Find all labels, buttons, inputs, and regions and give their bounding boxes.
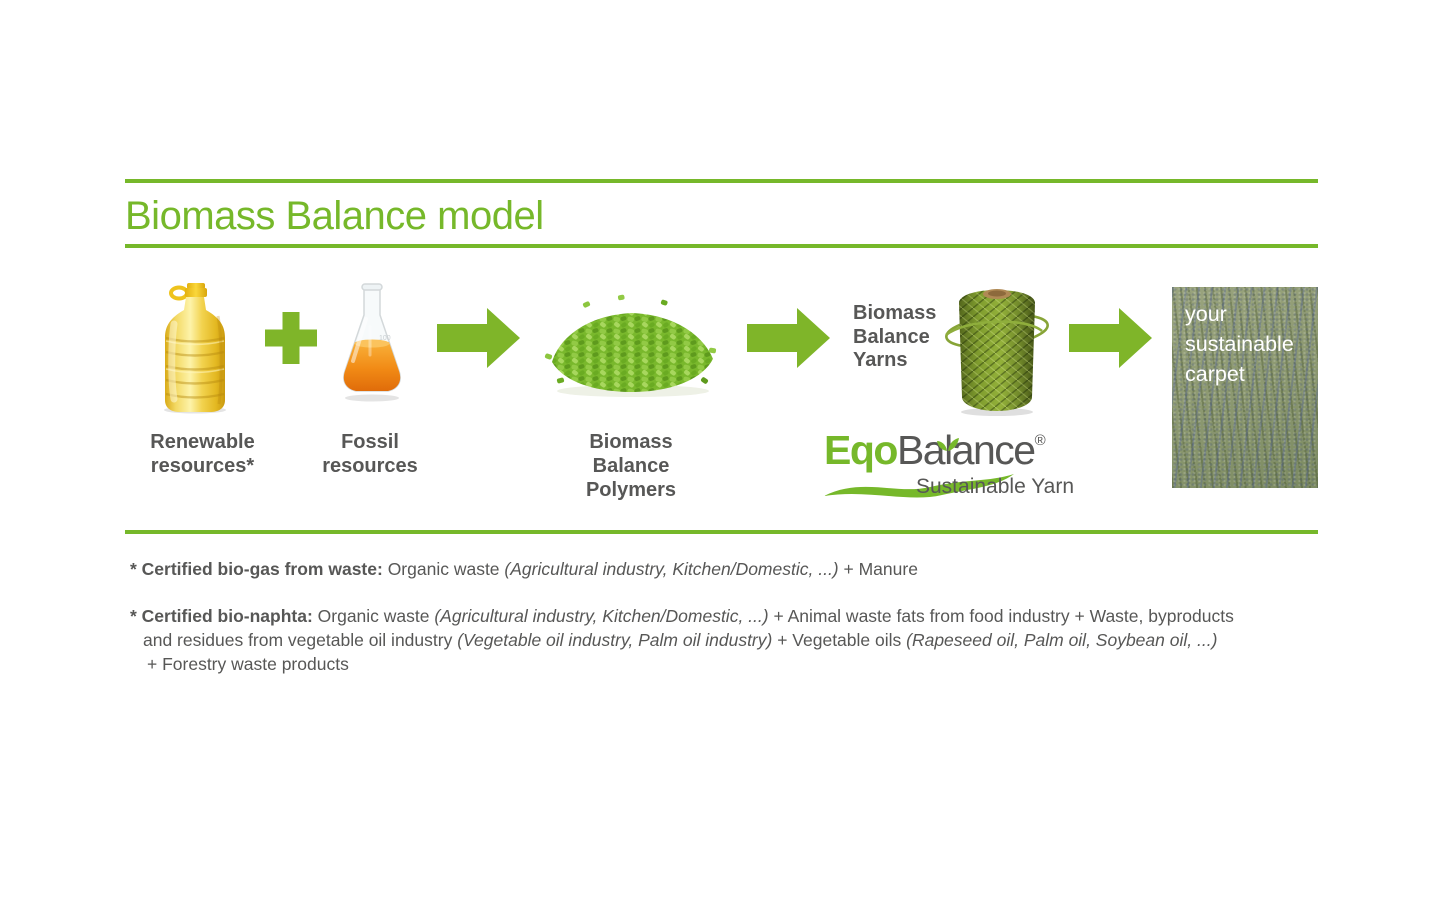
arrow-right-icon [437,307,521,369]
yarns-label: Biomass Balance Yarns [853,302,936,373]
arrow-right-icon [747,307,831,369]
oil-bottle-image [158,282,232,414]
title-divider [125,244,1318,248]
yarn-spool-image [945,281,1049,417]
label-line: Polymers [585,479,677,501]
carpet-overlay-line: sustainable [1185,332,1294,356]
svg-text:100: 100 [379,335,391,342]
carpet-overlay-line: your [1185,302,1227,326]
footnote-bionaphta: * Certified bio-naphta: Organic waste (A… [130,604,1234,676]
footnote-text: + Animal waste fats from food industry +… [768,606,1234,626]
logo-l-text: l [937,427,960,473]
fossil-resources-label: Fossil resources [295,430,445,478]
footnote-italic-text: (Rapeseed oil, Palm oil, Soybean oil, ..… [906,630,1218,650]
footnote-text: Organic waste [382,559,505,579]
label-line: Balance [592,455,670,477]
footnote-text: and residues from vegetable oil industry [143,630,458,650]
footnote-text: + Vegetable oils [772,630,907,650]
yarns-label-line: Balance [853,325,930,348]
polymers-label: Biomass Balance Polymers [553,430,709,502]
footnote-line: * Certified bio-naphta: Organic waste (A… [130,604,1234,628]
arrow-right-icon [1069,307,1153,369]
page-title: Biomass Balance model [125,194,544,238]
carpet-overlay-text: your sustainable carpet [1172,287,1318,389]
footnote-italic-text: (Vegetable oil industry, Palm oil indust… [457,630,773,650]
carpet-overlay-line: carpet [1185,362,1245,386]
label-line: Renewable [150,431,255,453]
logo-eqo-text: Eqo [824,427,898,473]
footnote-biogas: * Certified bio-gas from waste: Organic … [130,557,918,581]
flask-image: 100 [337,283,407,403]
registered-mark: ® [1034,432,1046,449]
top-divider [125,179,1318,183]
label-line: resources* [150,455,255,477]
footnote-bold-text: * Certified bio-naphta: [130,606,313,626]
footnote-italic-text: (Agricultural industry, Kitchen/Domestic… [504,559,839,579]
bottom-divider [125,530,1318,534]
yarns-label-line: Biomass [853,302,937,324]
swoosh-icon [824,473,1014,506]
leaf-icon [937,415,960,461]
footnote-bold-text: * Certified bio-gas from waste: [130,559,383,579]
logo-ance-text: ance [951,427,1036,473]
footnote-text: + Forestry waste products [147,654,349,674]
yarns-label-line: Yarns [853,349,908,371]
footnote-italic-text: (Agricultural industry, Kitchen/Domestic… [434,606,769,626]
footnote-line: + Forestry waste products [130,652,1234,676]
label-line: resources [322,455,418,477]
logo-ba-text: Ba [896,427,946,473]
carpet-image: your sustainable carpet [1172,287,1318,488]
footnote-line: and residues from vegetable oil industry… [130,628,1234,652]
renewable-resources-label: Renewable resources* [125,430,280,478]
plus-icon [265,312,317,364]
footnote-text: + Manure [838,559,918,579]
footnote-text: Organic waste [312,606,435,626]
logo-subtitle: Sustainable Yarn [916,475,1075,498]
label-line: Fossil [341,431,399,453]
label-line: Biomass [589,431,673,453]
polymer-pellets-image [543,292,721,400]
